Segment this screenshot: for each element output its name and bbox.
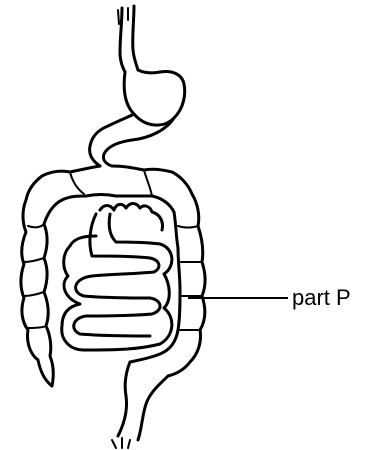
rectum [112,362,168,448]
label-part-p: part P [188,285,351,310]
small-intestine [62,204,172,351]
oesophagus [118,6,138,72]
label-part-p-text: part P [292,285,351,310]
stomach [90,70,185,166]
